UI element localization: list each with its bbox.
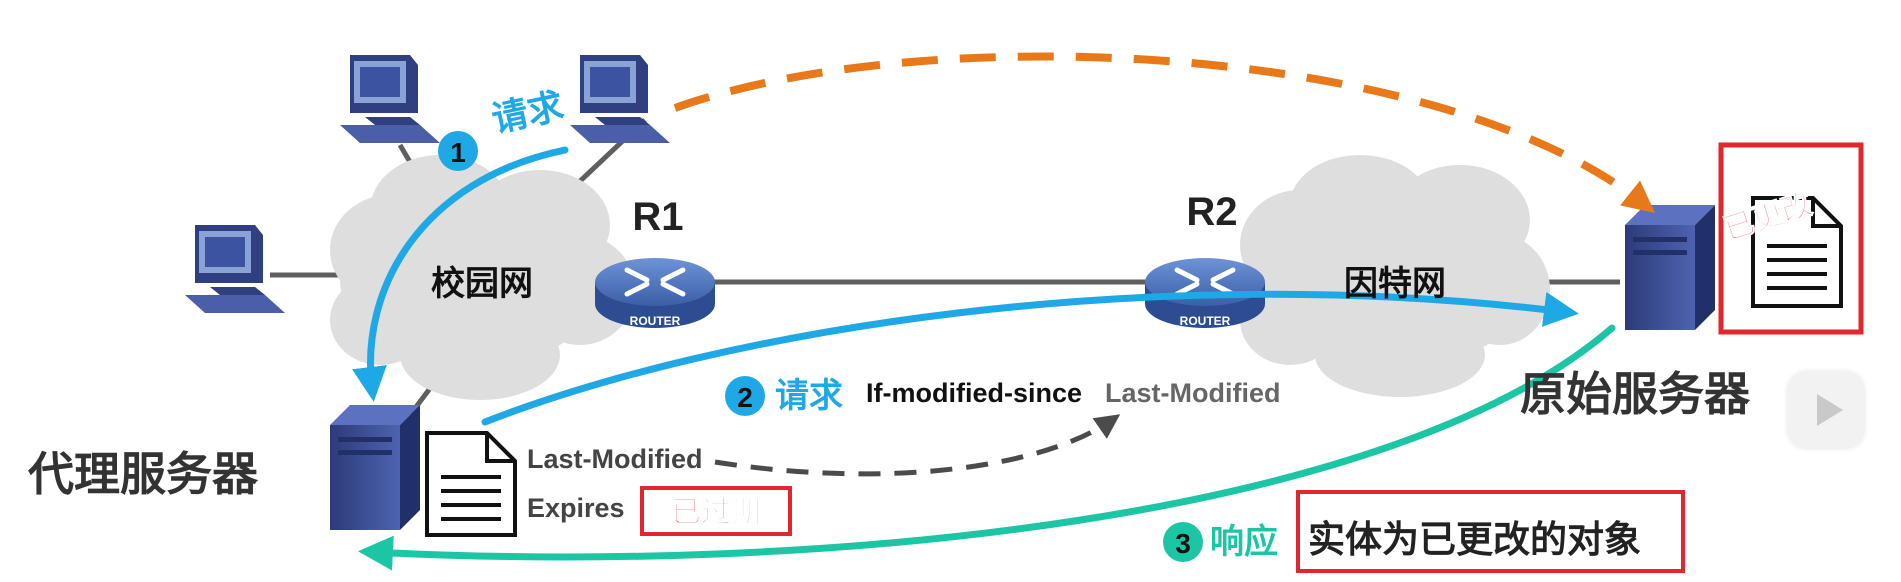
play-icon	[1817, 394, 1843, 426]
router-r1-icon: ROUTER	[595, 258, 715, 328]
internet-cloud-icon	[1240, 155, 1550, 397]
step2-request-arrow	[481, 290, 1579, 426]
step2-label: 请求	[775, 376, 843, 416]
cache-expires: Expires	[527, 493, 625, 523]
campus-network-label: 校园网	[431, 264, 533, 304]
origin-server-icon	[1625, 205, 1715, 330]
expired-label: 已过期	[671, 495, 761, 530]
proxy-server-label: 代理服务器	[27, 447, 259, 501]
cached-document-icon	[425, 431, 517, 537]
step1-badge	[438, 131, 478, 171]
step2-number: 2	[737, 382, 753, 413]
router-r2-label: R2	[1186, 190, 1237, 234]
play-button[interactable]	[1788, 372, 1864, 448]
origin-server-label: 原始服务器	[1520, 367, 1751, 421]
step3-label: 响应	[1210, 522, 1278, 562]
changed-highlight-box	[1718, 142, 1864, 335]
expired-highlight-box	[640, 486, 792, 536]
step3-response-arrow	[358, 324, 1616, 571]
computer-icon	[570, 55, 670, 143]
direct-request-dashed-arrow	[673, 52, 1655, 214]
step1-number: 1	[450, 137, 466, 168]
step3-detail: 实体为已更改的对象	[1308, 518, 1641, 561]
step2-badge	[725, 376, 765, 416]
internet-label: 因特网	[1344, 264, 1446, 304]
proxy-server-icon	[330, 405, 420, 530]
last-modified-dashed-arrow	[714, 414, 1121, 477]
computer-icon	[185, 225, 285, 313]
step2-value: Last-Modified	[1105, 378, 1281, 408]
response-highlight-box	[1296, 490, 1685, 573]
computer-icon	[340, 55, 440, 143]
router-tag: ROUTER	[630, 314, 681, 328]
step1-label: 请求	[488, 86, 567, 141]
origin-document-icon	[1751, 196, 1843, 308]
cache-last-modified: Last-Modified	[527, 444, 703, 474]
router-tag: ROUTER	[1180, 314, 1231, 328]
step3-number: 3	[1175, 528, 1191, 559]
step1-request-arrow	[352, 146, 569, 402]
router-r1-label: R1	[632, 195, 683, 239]
step3-badge	[1163, 522, 1203, 562]
step2-header: If-modified-since	[866, 378, 1082, 408]
